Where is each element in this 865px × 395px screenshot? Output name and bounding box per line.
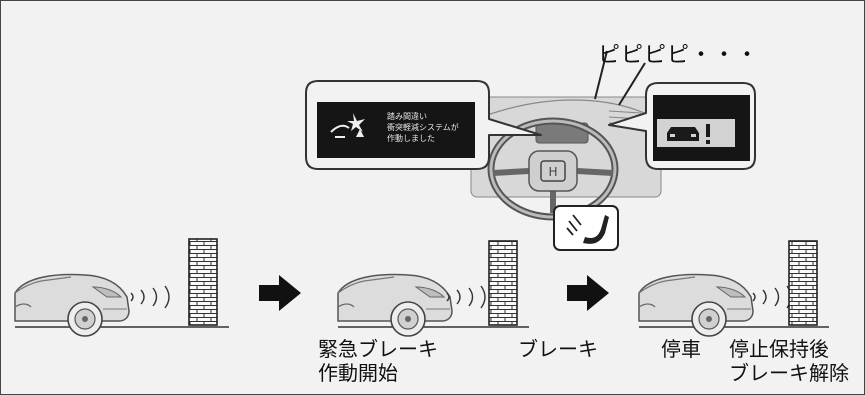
stage-2-caption: 緊急ブレーキ 作動開始	[318, 337, 438, 385]
stage-4-caption-line-3: ブレーキ解除	[729, 361, 849, 385]
svg-text:H: H	[548, 165, 557, 179]
stage-4-caption-stop: 停車	[661, 337, 701, 361]
callout-right	[608, 82, 756, 170]
stage-4-caption-line-2: 停止保持後	[729, 337, 829, 361]
lcd-message: 踏み間違い 衝突軽減システムが 作動しました	[387, 111, 459, 144]
callout-left	[305, 80, 542, 170]
stage-2-caption-line-2: 作動開始	[318, 361, 398, 385]
dashboard-scene: H	[470, 96, 662, 221]
stage-2-caption-line-1: 緊急ブレーキ	[318, 337, 438, 361]
arrow-1	[259, 275, 301, 311]
stage-3-caption: ブレーキ	[518, 337, 598, 361]
stage-2-scene	[337, 240, 529, 337]
stage-4-caption: 停止保持後 ブレーキ解除	[729, 337, 849, 385]
lcd-line-3: 作動しました	[387, 134, 435, 143]
brake-pedal-icon	[553, 205, 619, 251]
stage-1-scene	[14, 238, 229, 337]
stage-3-scene	[638, 240, 829, 337]
lcd-line-2: 衝突軽減システムが	[387, 123, 459, 132]
lcd-line-1: 踏み間違い	[387, 112, 427, 121]
arrow-2	[567, 275, 609, 311]
beep-text: ピピピピ・・・	[598, 43, 760, 68]
